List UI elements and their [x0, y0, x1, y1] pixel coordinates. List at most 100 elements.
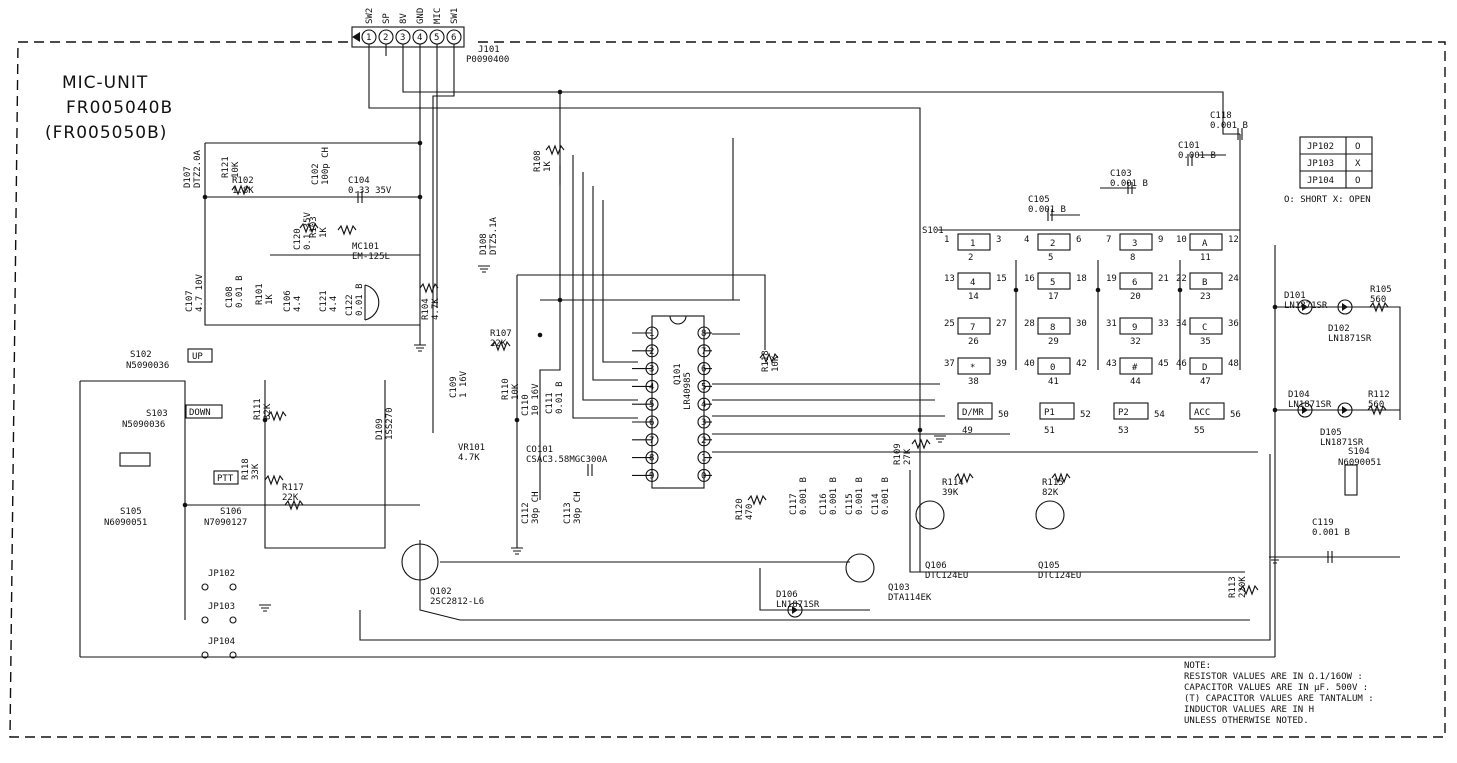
component-value: 22K [490, 339, 507, 349]
keypad-func-key-pin: 50 [998, 410, 1009, 420]
led-symbol [787, 602, 803, 618]
component-ref: R114 [942, 478, 964, 488]
keypad-key-pin: 5 [1048, 253, 1053, 263]
keypad-key-pin: 20 [1130, 292, 1141, 302]
resistor-symbol [759, 352, 779, 364]
note-line: RESISTOR VALUES ARE IN Ω.1/16OW : [1184, 672, 1363, 682]
component-value: LN1871SR [1328, 334, 1372, 344]
keypad-ref: S101 [922, 226, 944, 236]
keypad-key-pin: 17 [1048, 292, 1059, 302]
keypad-key-label: D [1202, 363, 1207, 373]
ic-pin-number: 3 [649, 365, 654, 375]
junction-dot [182, 502, 188, 508]
component-ref: MC101 [352, 242, 379, 252]
component-value: 1K [319, 227, 329, 238]
keypad-key-pin: 36 [1228, 319, 1239, 329]
component-value: DTZ2.0A [193, 149, 203, 188]
jumper-table-name: JP104 [1307, 176, 1334, 186]
ic-pin-number: 8 [701, 329, 706, 339]
ic-pin-number: 2 [649, 347, 654, 357]
component-ref: C119 [1312, 518, 1334, 528]
switch-down-label: DOWN [189, 408, 211, 418]
keypad-key-box [957, 272, 991, 290]
keypad-func-key-box [1113, 402, 1149, 420]
junction-dot [557, 297, 563, 303]
led-symbol [1337, 402, 1353, 418]
component-ref: Q102 [430, 587, 452, 597]
component-ref: VR101 [458, 443, 485, 453]
keypad-key-pin: 37 [944, 359, 955, 369]
j101-pin-number: 3 [400, 33, 405, 43]
component-value: 33K [251, 463, 261, 480]
component-value: 30p CH [531, 491, 541, 524]
switch-s105-ref: S105 [120, 507, 142, 517]
keypad-key-label: C [1202, 323, 1207, 333]
keypad-key-label: 1 [970, 239, 975, 249]
switch-ptt-label: PTT [217, 474, 234, 484]
keypad-key-pin: 33 [1158, 319, 1169, 329]
keypad-key-pin: 4 [1024, 235, 1029, 245]
keypad-key-pin: 13 [944, 274, 955, 284]
component-ref: C113 [563, 502, 573, 524]
ic-pin-number: 5 [649, 400, 654, 410]
keypad-key-pin: 1 [944, 235, 949, 245]
component-ref: C106 [283, 290, 293, 312]
unit-title: MIC-UNIT FR005040B (FR005050B) [45, 73, 172, 143]
component-ref: R115 [1042, 478, 1064, 488]
transistor-symbol [1035, 500, 1065, 530]
component-ref: D108 [479, 233, 489, 255]
keypad-key-label: 3 [1132, 239, 1137, 249]
keypad-key-pin: 38 [968, 377, 979, 387]
switch-up-ref: S102 [130, 350, 152, 360]
keypad-key-label: 8 [1050, 323, 1055, 333]
keypad-key-label: A [1202, 239, 1208, 249]
component-value: 10K [231, 161, 241, 178]
component-value: 4.7 10V [195, 273, 205, 312]
ic-pin-circle [645, 415, 659, 429]
component-value: 2SC2812-L6 [430, 597, 484, 607]
component-ref: C103 [1110, 169, 1132, 179]
jumpers: JP102 JP103 JP104 [201, 569, 237, 659]
ic-pin-circle [645, 433, 659, 447]
ground-symbol [478, 265, 490, 273]
keypad-key-pin: 9 [1158, 235, 1163, 245]
component-ref: C122 [345, 294, 355, 316]
component-ref: C117 [789, 493, 799, 515]
keypad-key-box [1119, 317, 1153, 335]
component-value: 0.001 B [1028, 205, 1066, 215]
component-ref: C107 [185, 290, 195, 312]
keypad-key-pin: 24 [1228, 274, 1239, 284]
j101-part: P0090400 [466, 55, 509, 65]
component-ref: R101 [255, 283, 265, 305]
keypad-key-box [1189, 233, 1223, 251]
ic-pin-circle [697, 451, 711, 465]
keypad-key-box [1189, 272, 1223, 290]
junction-dot [1272, 304, 1278, 310]
keypad-key-pin: 47 [1200, 377, 1211, 387]
led-arrow [1302, 303, 1308, 311]
transistor-symbol [915, 500, 945, 530]
ground-symbol [1269, 556, 1281, 564]
ic-pin-circle [645, 362, 659, 376]
keypad-s101: S101 [922, 226, 944, 236]
component-ref: R108 [533, 150, 543, 172]
